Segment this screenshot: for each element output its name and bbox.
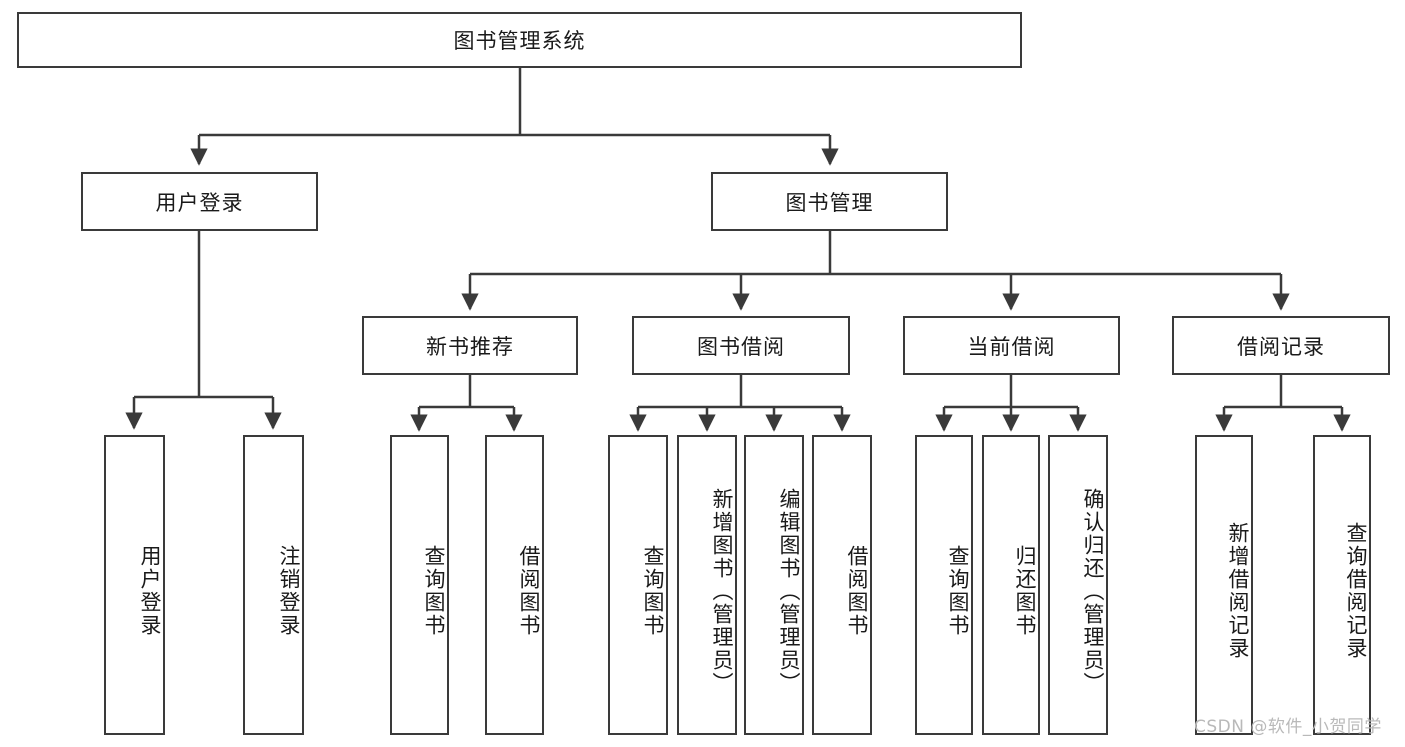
node-borrow-record-label: 借阅记录 [1237, 334, 1325, 359]
node-leaf-user-login-label: 用户登录 [138, 545, 162, 637]
node-leaf-query-book-3[interactable]: 查询图书 [915, 435, 973, 735]
node-leaf-return-book[interactable]: 归还图书 [982, 435, 1040, 735]
node-leaf-query-book-1-label: 查询图书 [422, 545, 446, 637]
node-leaf-add-record[interactable]: 新增借阅记录 [1195, 435, 1253, 735]
node-leaf-query-record[interactable]: 查询借阅记录 [1313, 435, 1371, 735]
node-current-borrow[interactable]: 当前借阅 [903, 316, 1120, 375]
node-leaf-borrow-book-2-label: 借阅图书 [845, 545, 869, 637]
node-current-borrow-label: 当前借阅 [967, 334, 1056, 359]
node-leaf-query-book-1[interactable]: 查询图书 [390, 435, 449, 735]
node-leaf-user-login[interactable]: 用户登录 [104, 435, 165, 735]
node-leaf-logout[interactable]: 注销登录 [243, 435, 304, 735]
node-leaf-query-book-2[interactable]: 查询图书 [608, 435, 668, 735]
node-book-manage[interactable]: 图书管理 [711, 172, 948, 231]
node-book-borrow-label: 图书借阅 [697, 334, 785, 359]
node-leaf-query-book-2-label: 查询图书 [641, 545, 665, 637]
node-leaf-edit-book-label: 编辑图书（管理员） [777, 487, 801, 695]
node-leaf-query-record-label: 查询借阅记录 [1344, 522, 1368, 660]
node-leaf-query-book-3-label: 查询图书 [946, 545, 970, 637]
node-leaf-confirm-return-label: 确认归还（管理员） [1081, 487, 1105, 695]
node-new-book-recommend-label: 新书推荐 [426, 334, 514, 359]
node-leaf-logout-label: 注销登录 [277, 545, 301, 637]
node-leaf-confirm-return[interactable]: 确认归还（管理员） [1048, 435, 1108, 735]
node-leaf-add-book-label: 新增图书（管理员） [710, 487, 734, 695]
node-root-label: 图书管理系统 [453, 29, 586, 53]
node-leaf-add-book[interactable]: 新增图书（管理员） [677, 435, 737, 735]
node-leaf-return-book-label: 归还图书 [1013, 545, 1037, 637]
node-new-book-recommend[interactable]: 新书推荐 [362, 316, 578, 375]
node-leaf-add-record-label: 新增借阅记录 [1226, 522, 1250, 660]
node-leaf-borrow-book-1-label: 借阅图书 [517, 545, 541, 637]
node-borrow-record[interactable]: 借阅记录 [1172, 316, 1390, 375]
node-book-manage-label: 图书管理 [785, 190, 874, 215]
node-user-login-label: 用户登录 [155, 190, 244, 215]
node-leaf-borrow-book-2[interactable]: 借阅图书 [812, 435, 872, 735]
node-user-login[interactable]: 用户登录 [81, 172, 318, 231]
node-leaf-edit-book[interactable]: 编辑图书（管理员） [744, 435, 804, 735]
csdn-watermark: CSDN @软件_小贺同学 [1194, 717, 1382, 737]
node-root[interactable]: 图书管理系统 [17, 12, 1022, 68]
node-leaf-borrow-book-1[interactable]: 借阅图书 [485, 435, 544, 735]
node-book-borrow[interactable]: 图书借阅 [632, 316, 850, 375]
